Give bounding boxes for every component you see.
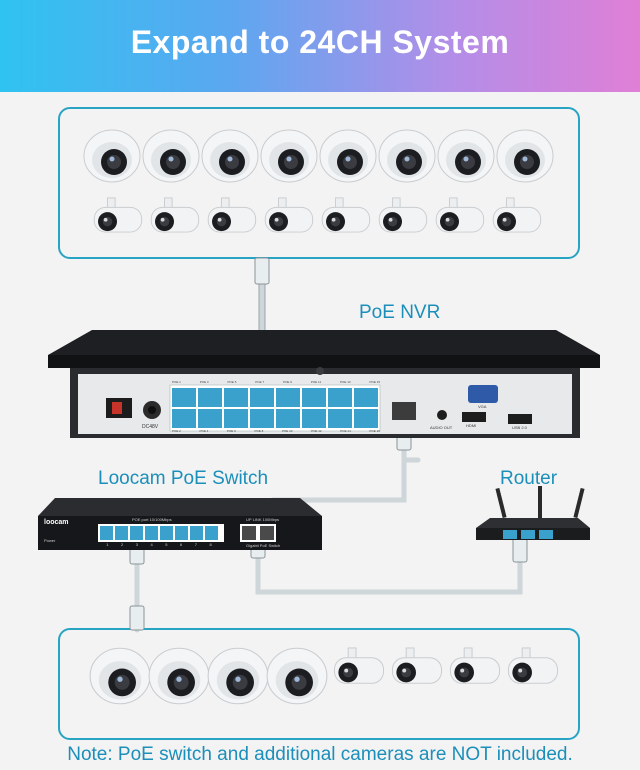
camera-icon [436,126,496,191]
switch-port-number: 1 [106,542,109,547]
camera-icon [259,126,319,191]
camera-icon [88,644,152,713]
switch-power-text: Power [44,538,56,543]
camera-icon [200,126,260,191]
nvr-port-label: POE 3 [199,380,209,384]
camera-icon [206,644,270,713]
router-label: Router [500,468,558,489]
camera-icon [377,126,437,191]
switch-port-number: 8 [209,542,212,547]
camera-icon [259,196,317,243]
switch-port-number: 6 [180,542,183,547]
top-camera-group [58,107,580,259]
switch-bottom-text: Gigabit PoE Switch [246,543,281,548]
nvr-port-label: POE 7 [255,380,265,384]
nvr-device [48,330,600,438]
nvr-port-label: POE 1 [172,380,181,384]
camera-icon [147,644,211,713]
camera-icon [495,126,555,191]
camera-icon [487,196,545,243]
page-title: Expand to 24CH System [130,24,510,60]
switch-brand: loocam [44,519,69,526]
switch-port-number: 5 [165,542,168,547]
switch-poe-text: POE port 10/100Mbps [132,517,172,522]
nvr-port-label: POE 9 [283,380,292,384]
nvr-audio-text: AUDIO OUT [430,425,453,430]
rj45-connectors [129,257,528,631]
nvr-port-label: POE 11 [310,380,322,384]
camera-icon [430,196,488,243]
nvr-port-label: POE 13 [340,380,351,384]
nvr-port-label: POE 8 [254,429,264,433]
camera-icon [373,196,431,243]
camera-icon [141,126,201,191]
nvr-port-label: POE 5 [227,380,237,384]
switch-port-number: 3 [135,542,138,547]
switch-port-number: 4 [150,542,153,547]
camera-icon [82,126,142,191]
camera-icon [502,646,562,694]
nvr-port-label: POE 14 [340,429,351,433]
router-device [476,486,590,540]
nvr-port-label: POE 15 [369,380,380,384]
nvr-label: PoE NVR [359,302,441,323]
camera-icon [88,196,146,243]
nvr-usb-text: USB 2.0 [512,425,527,430]
camera-icon [145,196,203,243]
nvr-hdmi-text: HDMI [466,423,477,428]
nvr-port-labels-top: POE 1 POE 3 POE 5 POE 7 POE 9 POE 11 POE… [172,380,380,384]
camera-icon [328,646,388,694]
nvr-vga-text: VGA [478,404,487,409]
camera-icon [265,644,329,713]
camera-icon [202,196,260,243]
switch-port-number: 2 [121,542,124,547]
camera-icon [444,646,504,694]
switch-uplink-text: UP LINK 100Mbps [246,517,280,522]
switch-port-number: 7 [194,542,197,547]
nvr-port-label: POE 4 [199,429,209,433]
camera-icon [318,126,378,191]
disclaimer-note: Note: PoE switch and additional cameras … [67,744,573,765]
switch-port-numbers: 1 2 3 4 5 6 7 8 [100,542,218,547]
nvr-port-label: POE 12 [311,429,322,433]
camera-icon [386,646,446,694]
nvr-port-label: POE 16 [369,429,380,433]
nvr-port-labels-bottom: POE 2 POE 4 POE 6 POE 8 POE 10 POE 12 PO… [172,429,380,433]
nvr-power-text: DC48V [142,424,159,430]
switch-label: Loocam PoE Switch [98,468,269,489]
header-banner: Expand to 24CH System [0,0,640,92]
nvr-port-label: POE 6 [226,429,236,433]
nvr-port-label: POE 10 [281,429,293,433]
camera-icon [316,196,374,243]
poe-switch-device [38,498,322,550]
nvr-port-label: POE 2 [172,429,181,433]
